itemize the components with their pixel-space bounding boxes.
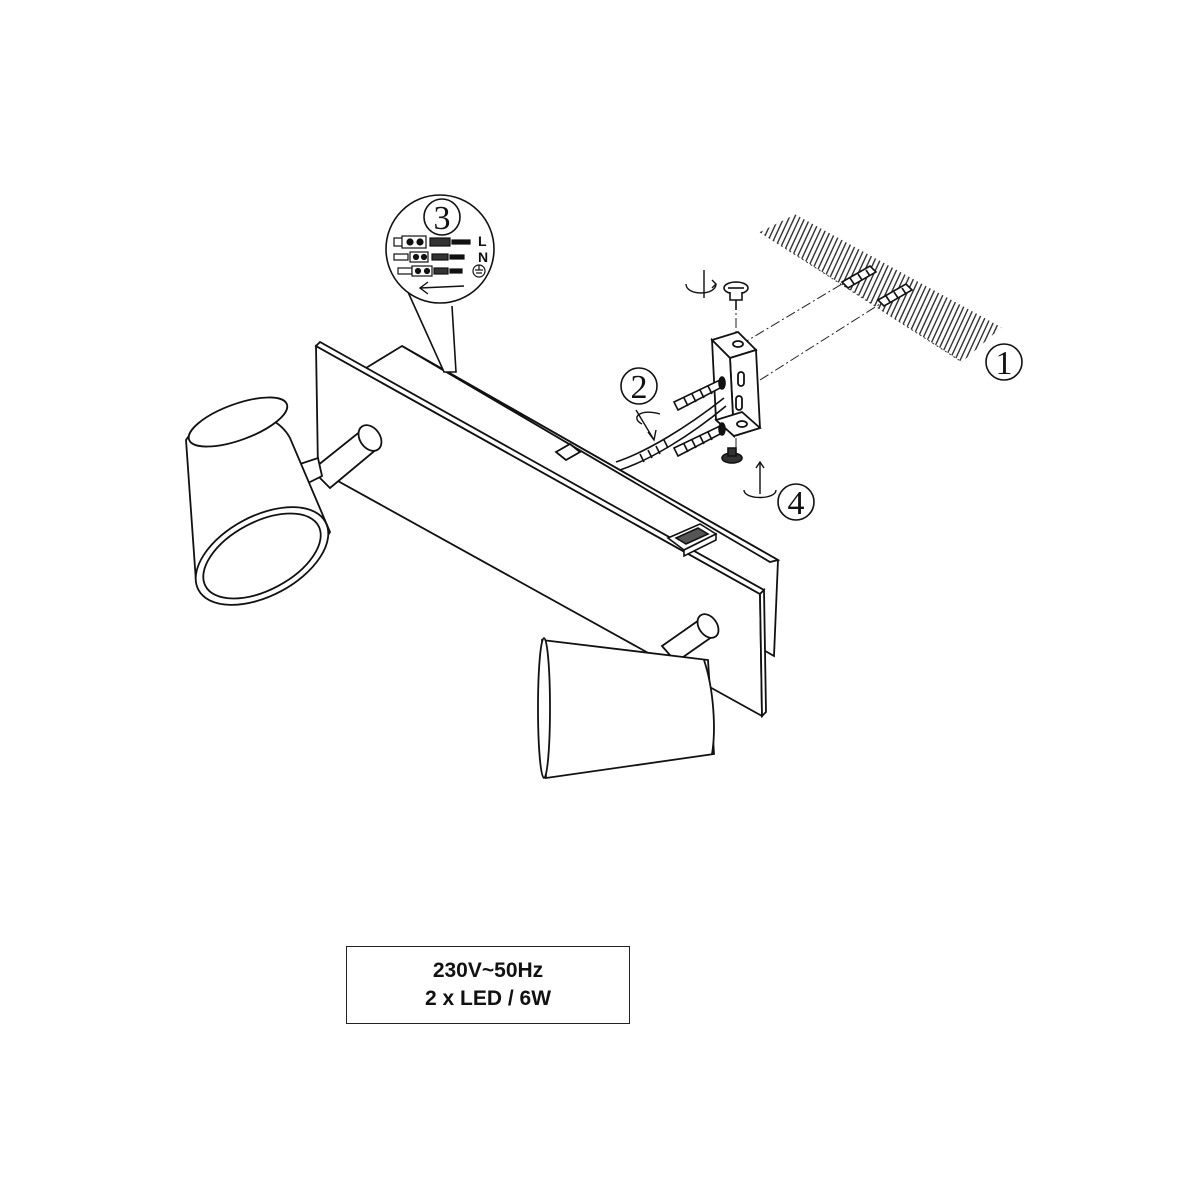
ground-symbol-icon bbox=[472, 264, 486, 278]
insert-arrow-icon bbox=[418, 281, 465, 295]
step-number-4: 4 bbox=[788, 485, 805, 522]
step-marker-4: 4 bbox=[777, 483, 815, 522]
bracket-screw-icon bbox=[721, 447, 743, 464]
wall-screw-icon bbox=[672, 422, 726, 458]
spec-lamps: 2 x LED / 6W bbox=[424, 987, 552, 1010]
power-cable bbox=[615, 397, 727, 471]
step-marker-3: 3 bbox=[423, 198, 461, 237]
spot-head-lower bbox=[537, 637, 715, 780]
wall-plug-icon bbox=[876, 283, 914, 307]
spot-arm-upper bbox=[298, 424, 383, 490]
rotate-arrow-icon bbox=[685, 270, 717, 298]
rotate-arrow-icon bbox=[743, 460, 777, 499]
spot-head-upper bbox=[185, 396, 332, 606]
wire-label-neutral: N bbox=[478, 249, 488, 265]
rotate-arrow-icon bbox=[635, 409, 661, 442]
step-number-1: 1 bbox=[996, 345, 1013, 382]
terminal-block-icon bbox=[393, 235, 471, 277]
spec-voltage: 230V~50Hz bbox=[432, 959, 544, 982]
electrical-spec-box: 230V~50Hz 2 x LED / 6W bbox=[346, 946, 630, 1024]
step-marker-1: 1 bbox=[985, 343, 1023, 382]
step-number-2: 2 bbox=[631, 369, 648, 406]
front-plate bbox=[314, 340, 767, 719]
step-marker-2: 2 bbox=[620, 367, 658, 406]
wire-label-live: L bbox=[478, 233, 487, 249]
rocker-switch bbox=[666, 523, 718, 558]
wall-screw-icon bbox=[672, 376, 726, 412]
wall-plug-icon bbox=[840, 265, 878, 289]
step-number-3: 3 bbox=[434, 200, 451, 237]
bracket-screw-icon bbox=[723, 281, 749, 310]
